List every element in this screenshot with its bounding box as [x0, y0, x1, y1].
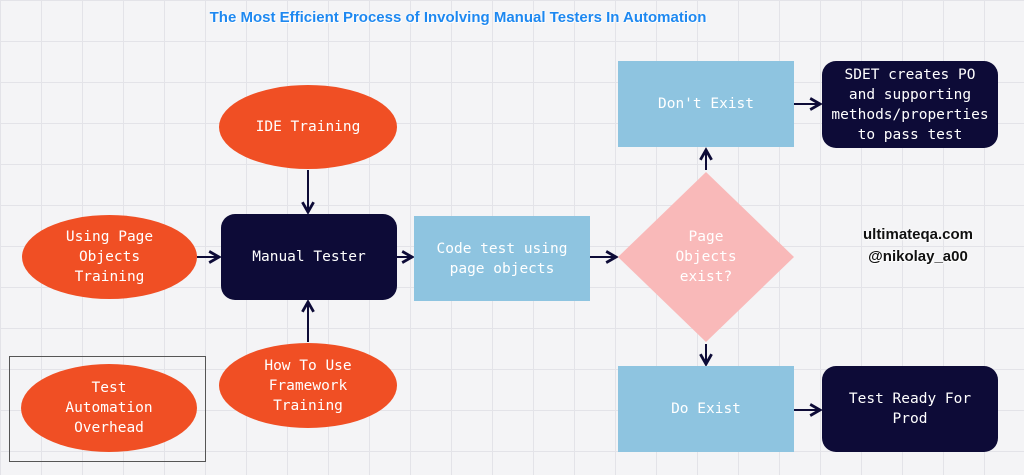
credit-handle: @nikolay_a00 [868, 248, 968, 265]
ide-training-node: IDE Training [219, 85, 397, 169]
overhead-frame [9, 356, 206, 462]
page-objects-exist-decision: Page Objects exist? [618, 172, 794, 342]
decision-diamond-shape [618, 172, 794, 342]
sdet-creates-node: SDET creates PO and supporting methods/p… [822, 61, 998, 148]
decision-label: Page Objects exist? [675, 229, 737, 285]
diagram-title: The Most Efficient Process of Involving … [209, 9, 707, 26]
manual-tester-node: Manual Tester [221, 214, 397, 300]
test-ready-node: Test Ready For Prod [822, 366, 998, 452]
framework-training-node: How To Use Framework Training [219, 343, 397, 428]
test-automation-overhead-node: Test Automation Overhead [21, 364, 197, 452]
dont-exist-node: Don't Exist [618, 61, 794, 147]
page-objects-training-node: Using Page Objects Training [22, 215, 197, 299]
credit-site: ultimateqa.com [862, 226, 974, 243]
do-exist-node: Do Exist [618, 366, 794, 452]
code-test-node: Code test using page objects [414, 216, 590, 301]
